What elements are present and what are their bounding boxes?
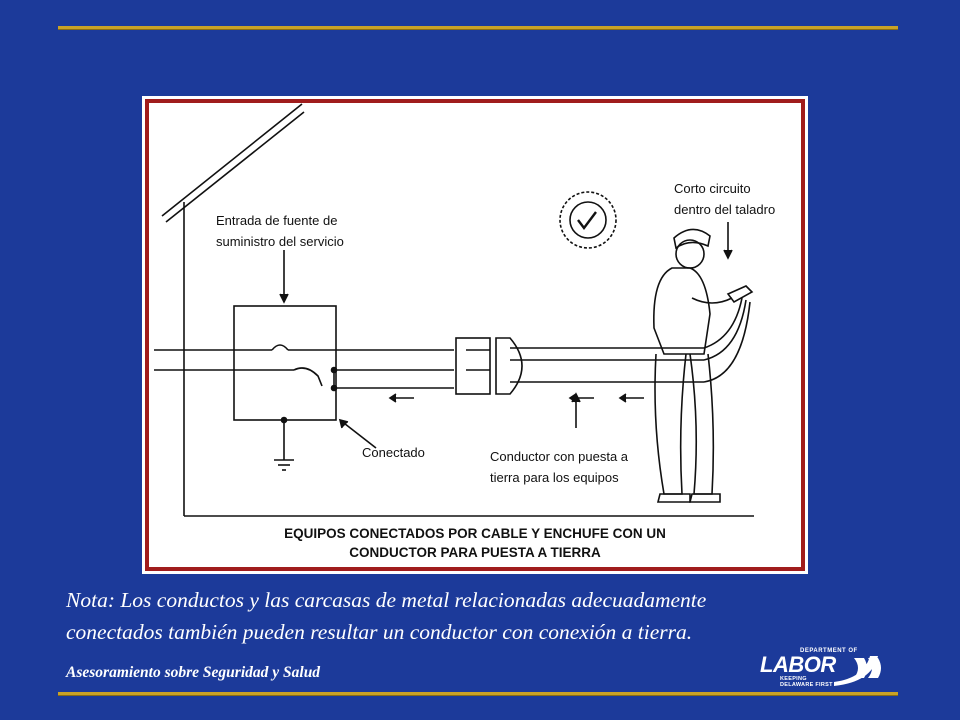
- receptacle: [455, 337, 491, 395]
- grounding-diagram: Entrada de fuente de suministro del serv…: [142, 96, 808, 574]
- roof-line: [161, 103, 303, 217]
- plug-body: [495, 337, 523, 395]
- worker-figure: [653, 228, 754, 503]
- breaker-arc: [271, 344, 289, 351]
- logo-tag-delaware: DELAWARE FIRST: [780, 682, 833, 688]
- diagram-drawing: [154, 103, 754, 517]
- service-panel: [233, 305, 337, 421]
- listing-seal: [559, 191, 617, 249]
- logo-dept: DEPARTMENT OF: [800, 648, 858, 654]
- logo-tag-keeping: KEEPING: [780, 676, 807, 682]
- roof-line-inner: [165, 111, 305, 223]
- service-entry-label: Entrada de fuente de suministro del serv…: [216, 213, 344, 249]
- top-rule: [58, 26, 898, 29]
- connected-label: Conectado: [362, 445, 425, 460]
- diagram-caption: EQUIPOS CONECTADOS POR CABLE Y ENCHUFE C…: [284, 526, 666, 560]
- bottom-rule: [58, 692, 898, 695]
- ground-conductor-label: Conductor con puesta a tierra para los e…: [490, 449, 629, 485]
- neutral-switch: [293, 367, 323, 387]
- short-circuit-label: Corto circuito dentro del taladro: [674, 181, 776, 217]
- logo-word: LABOR: [760, 652, 836, 677]
- note-text: Nota: Los conductos y las carcasas de me…: [66, 588, 707, 644]
- footer-text: Asesoramiento sobre Seguridad y Salud: [66, 664, 321, 681]
- department-of-labor-logo: DEPARTMENT OF LABOR KEEPING DELAWARE FIR…: [756, 648, 886, 688]
- logo-swoosh-icon: [834, 656, 881, 686]
